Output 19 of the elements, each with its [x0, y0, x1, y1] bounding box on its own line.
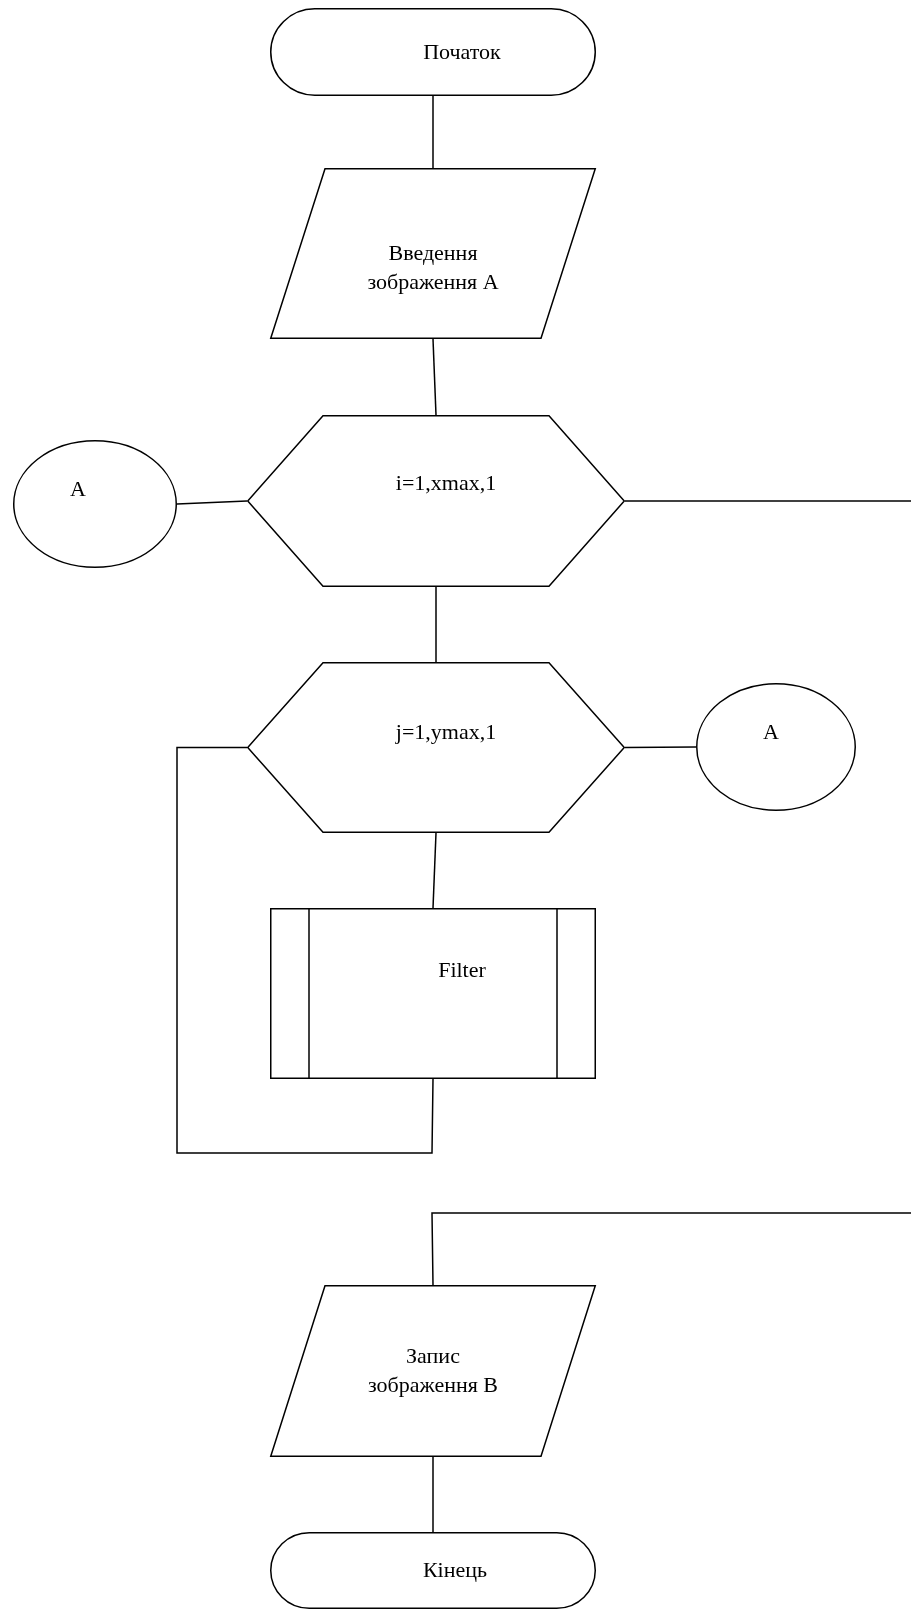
connector-line — [432, 338, 437, 416]
node-label: Запис зображення В — [366, 1342, 499, 1399]
connector-line — [435, 586, 437, 663]
connector-line — [624, 746, 697, 749]
connector-line — [432, 832, 437, 909]
connector-line — [432, 95, 434, 169]
connector-line — [432, 1456, 434, 1533]
connector-line — [431, 1212, 912, 1286]
node-label: Початок — [423, 37, 501, 66]
node-label: A — [763, 717, 779, 746]
node-label: A — [70, 474, 86, 503]
node-label: j=1,ymax,1 — [395, 718, 497, 747]
connector-line — [176, 500, 248, 505]
node-label: Filter — [438, 956, 486, 985]
connector-line — [176, 746, 434, 1154]
node-label: i=1,xmax,1 — [395, 468, 497, 497]
node-label: Введення зображення А — [366, 238, 500, 296]
connector-line — [624, 500, 912, 502]
node-label: Кінець — [422, 1556, 488, 1585]
